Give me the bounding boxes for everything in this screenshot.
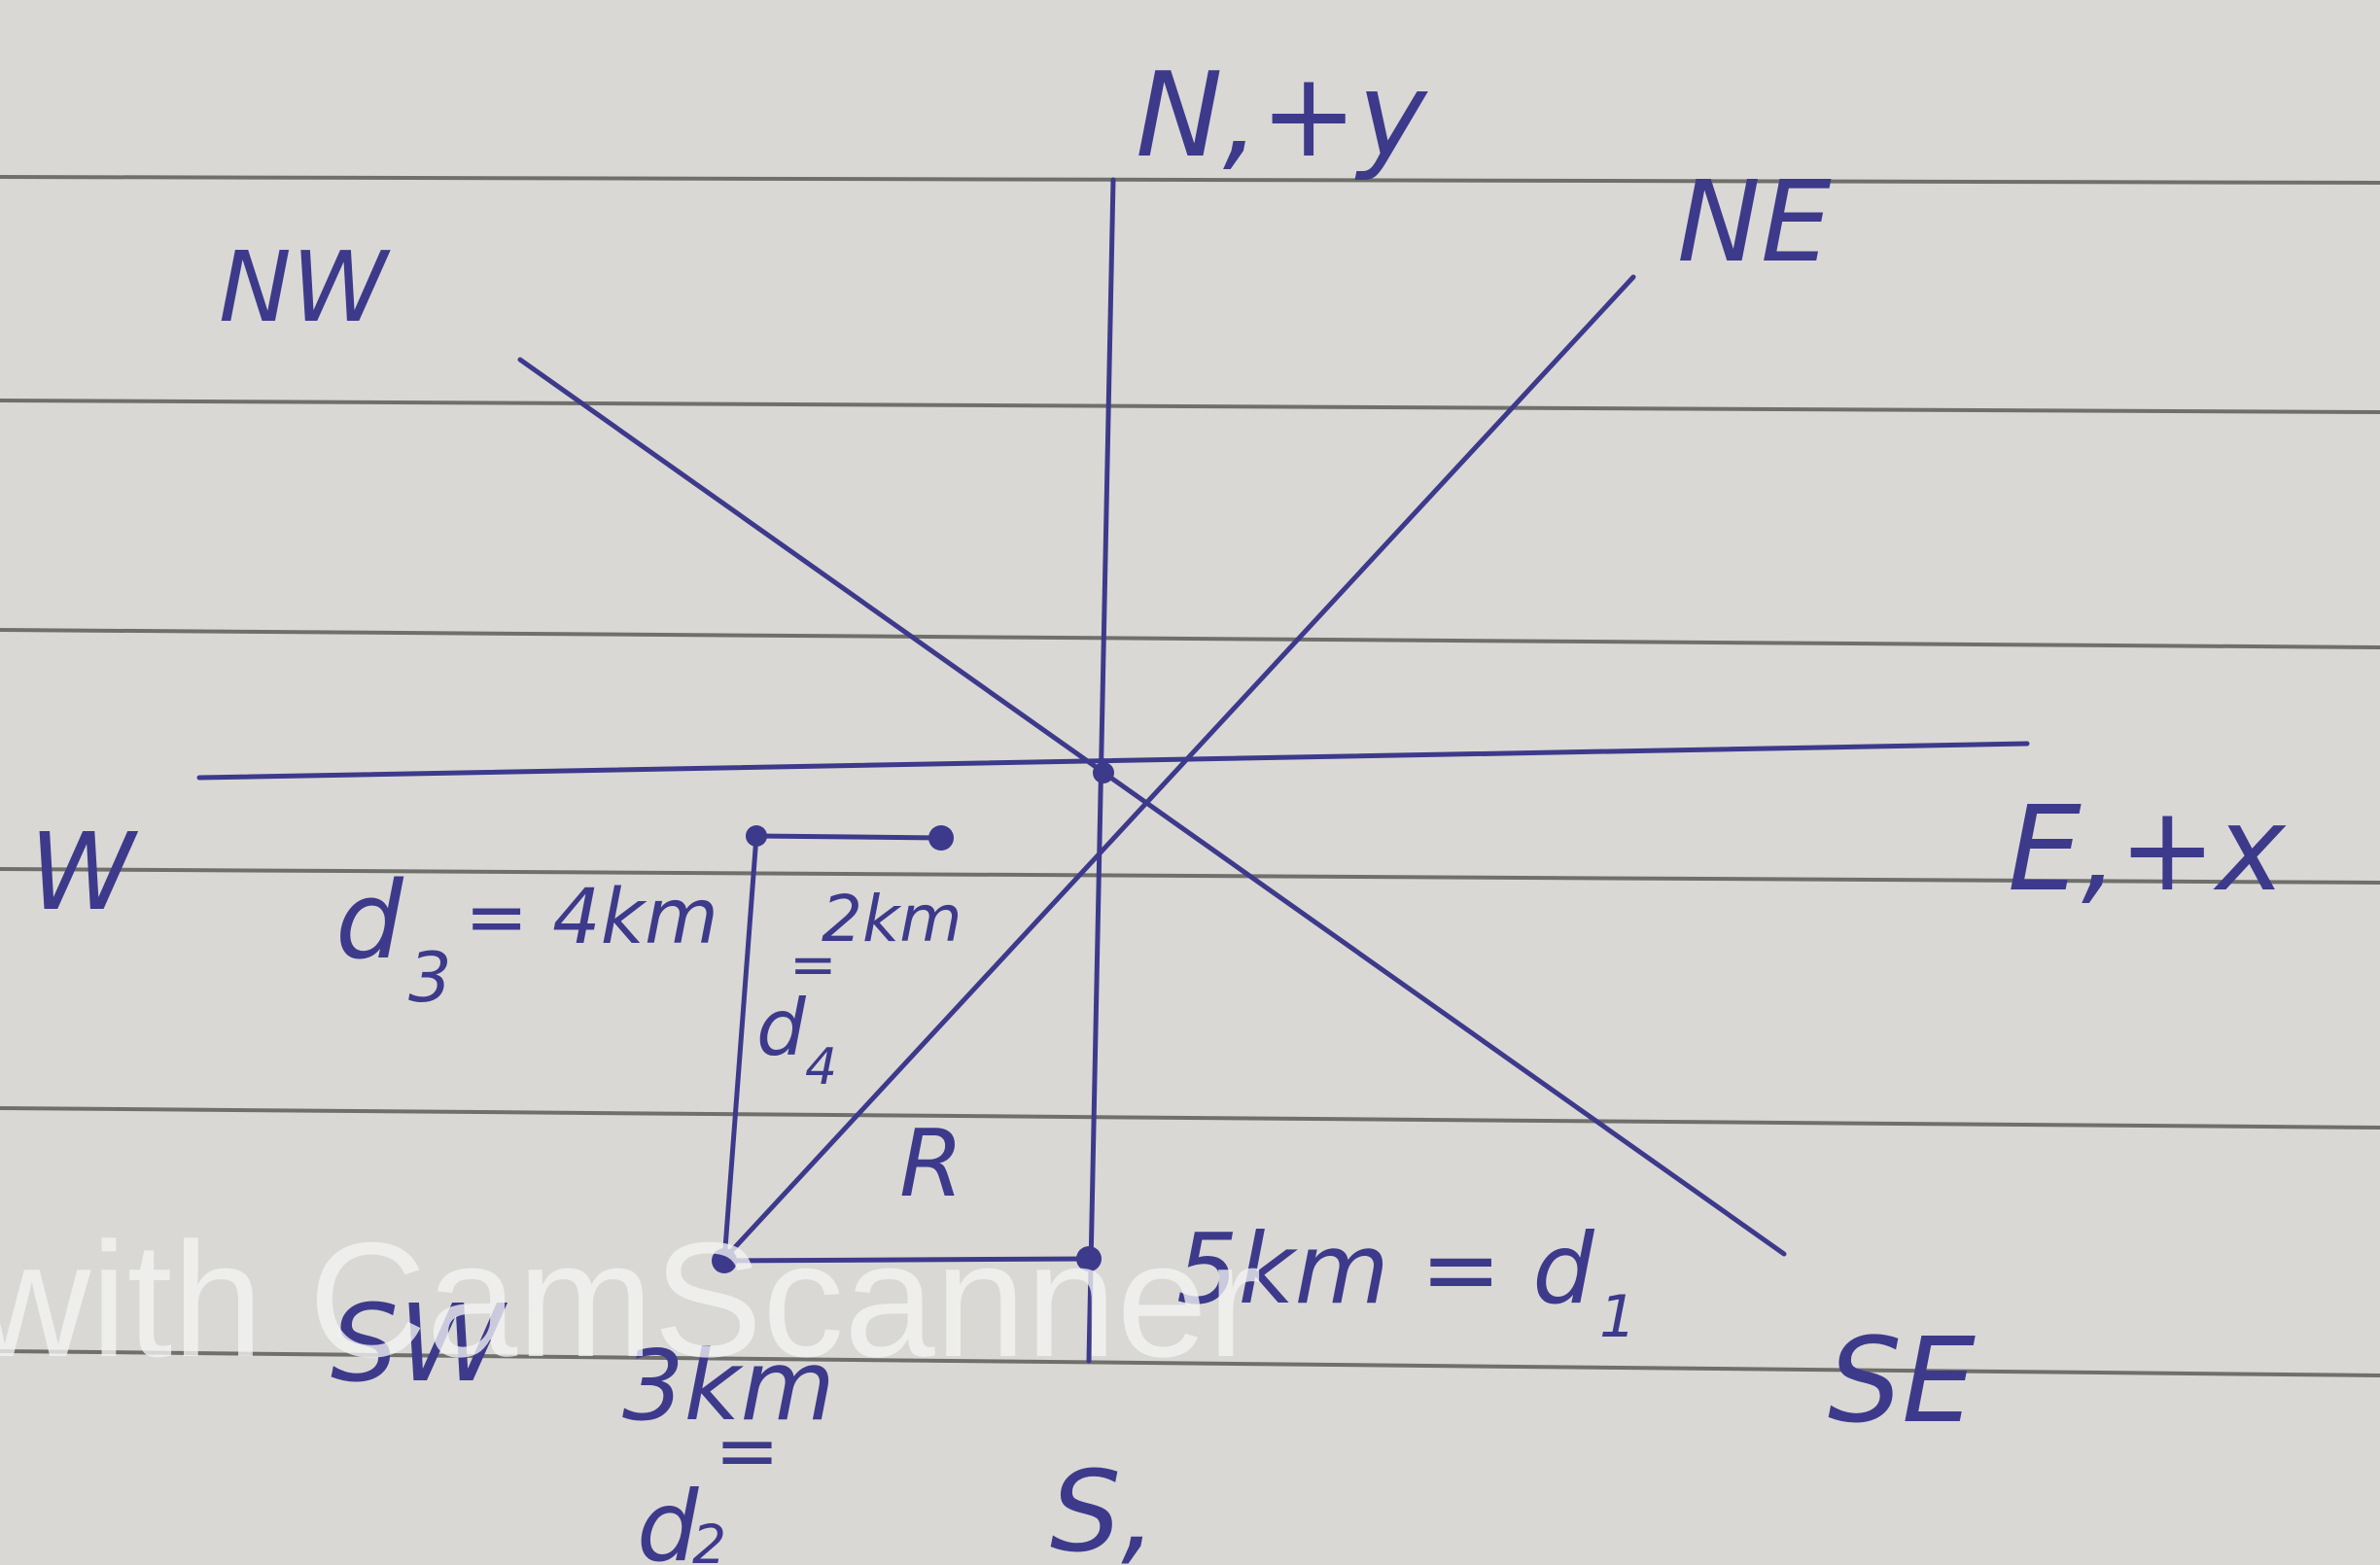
d3-value: = 4km [465, 874, 718, 961]
d4-length-label: 2km [822, 882, 962, 956]
d1-label: 5km = d [1176, 1212, 1594, 1326]
vector-d1 [721, 1256, 1092, 1264]
endpoint-dot [1076, 1246, 1102, 1271]
label-southwest: SW [331, 1281, 508, 1406]
d3-subscript: 3 [408, 938, 452, 1018]
d4-eq: = [789, 931, 837, 997]
ruled-line [0, 867, 2380, 885]
endpoint-dot [712, 1248, 737, 1273]
northeast-southwest-axis [721, 274, 1636, 1262]
vector-endpoints [712, 762, 1114, 1273]
northwest-southeast-axis [517, 357, 1787, 1257]
vector-construction [721, 833, 1092, 1264]
vector-annotations: d 3 = 4km 2km = d 4 R 5km = d 1 3km = d … [335, 858, 1636, 1565]
d2-length-label: 3km [622, 1329, 835, 1443]
label-southeast: SE [1828, 1314, 1976, 1449]
d2-subscript: 2 [692, 1513, 726, 1565]
label-northeast: NE [1677, 157, 1832, 288]
ruled-line [0, 1106, 2380, 1130]
endpoint-dot [746, 825, 767, 847]
label-northwest: NW [219, 230, 391, 344]
west-east-axis [196, 741, 2030, 781]
d4-subscript: 4 [805, 1038, 837, 1096]
vector-d3 [721, 833, 759, 1264]
camscanner-watermark: with CamScanner [0, 1208, 1262, 1391]
ruled-line [0, 1349, 2380, 1377]
direction-labels: N,+y NE NW W E,+x SE SW S, [29, 49, 2288, 1565]
ruled-line [0, 628, 2380, 649]
ruled-lines [0, 175, 2380, 1377]
d3-symbol: d [335, 858, 404, 983]
origin-dot [1093, 762, 1114, 783]
label-south: S, [1050, 1447, 1157, 1565]
ruled-line [0, 399, 2380, 414]
label-east: E,+x [2008, 782, 2288, 918]
label-west: W [29, 810, 139, 934]
ruled-line [0, 175, 2380, 185]
resultant-label: R [899, 1111, 963, 1218]
d2-symbol: d [637, 1470, 699, 1565]
label-north: N,+y [1136, 49, 1428, 184]
vector-d4 [753, 833, 944, 841]
d4-symbol: d [756, 983, 807, 1073]
endpoint-dot [928, 825, 954, 851]
d1-subscript: 1 [1599, 1283, 1636, 1351]
d2-eq: = [715, 1406, 780, 1496]
